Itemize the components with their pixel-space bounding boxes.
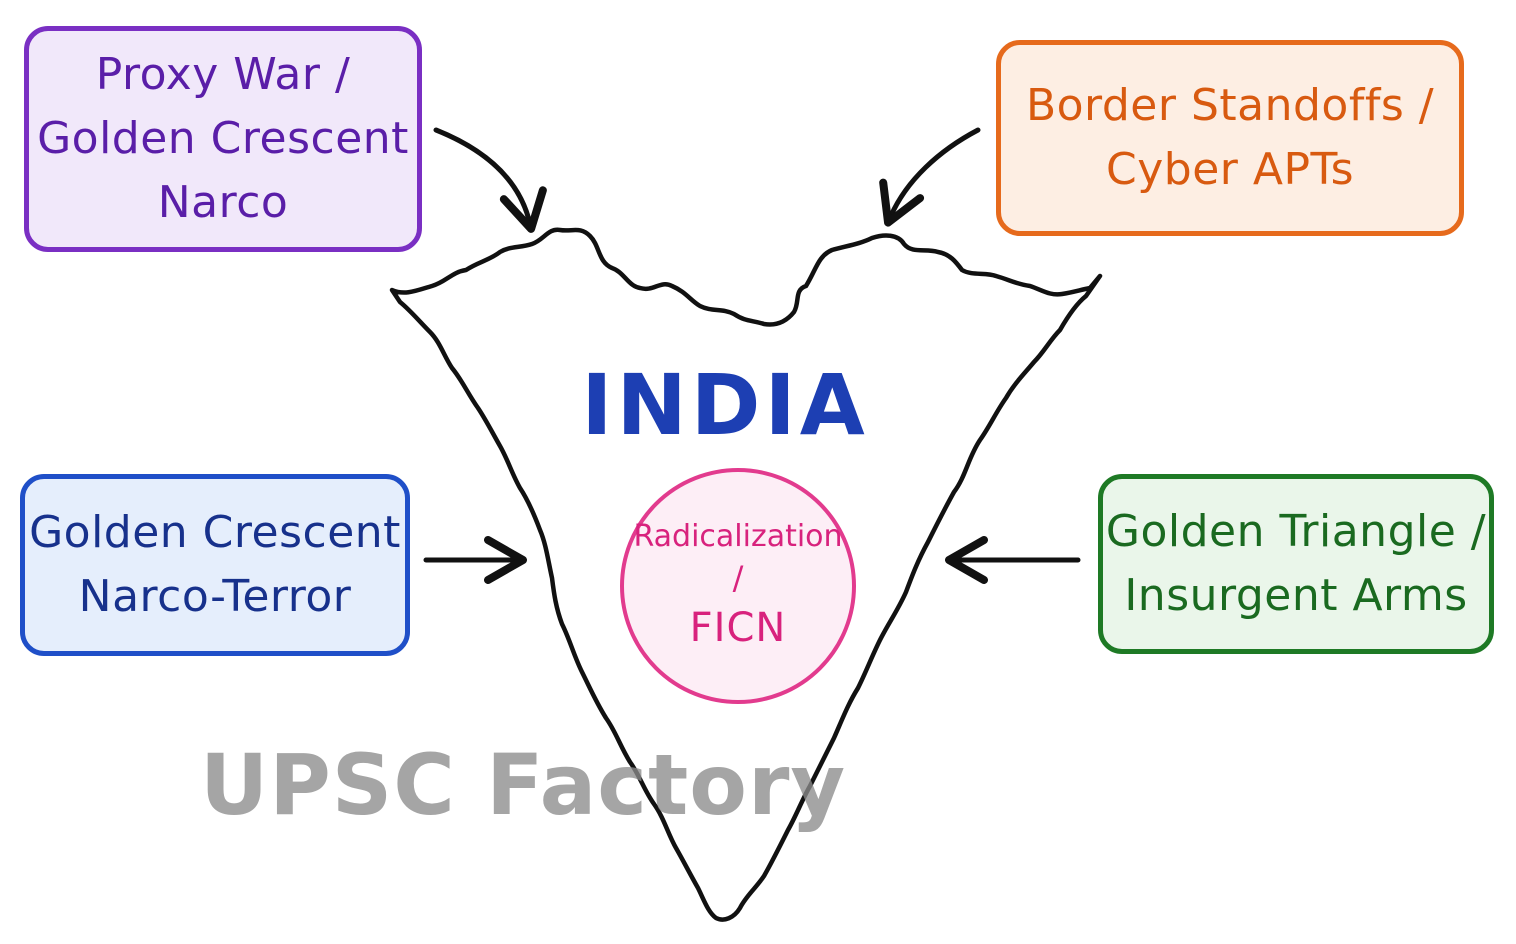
threat-box-golden-crescent: Golden Crescent Narco-Terror [20, 474, 410, 656]
watermark-text: UPSC Factory [200, 736, 847, 834]
core-threat-circle: Radicalization / FICN [620, 468, 856, 704]
threat-box-border-standoffs: Border Standoffs / Cyber APTs [996, 40, 1464, 236]
threat-box-line: Narco-Terror [78, 571, 352, 622]
threat-box-proxy-war: Proxy War / Golden Crescent Narco [24, 26, 422, 252]
arrow-from-top-left [433, 127, 547, 233]
threat-box-line: Cyber APTs [1106, 144, 1354, 195]
threat-box-line: Narco [157, 176, 289, 228]
threat-box-line: Golden Triangle / [1105, 506, 1487, 558]
threat-box-line: Proxy War / [95, 49, 351, 101]
core-threat-line: FICN [689, 604, 787, 651]
india-title: INDIA [581, 356, 869, 454]
india-outline-shape [389, 227, 1103, 922]
core-threat-line: Radicalization [633, 519, 843, 555]
threat-box-line: Golden Crescent [29, 507, 401, 559]
threat-box-line: Golden Crescent [37, 113, 409, 165]
threat-box-line: Border Standoffs / [1025, 80, 1435, 132]
core-threat-separator: / [732, 559, 744, 598]
arrow-from-top-right [879, 127, 981, 227]
threat-box-line: Insurgent Arms [1124, 570, 1468, 621]
threat-box-golden-triangle: Golden Triangle / Insurgent Arms [1098, 474, 1494, 654]
